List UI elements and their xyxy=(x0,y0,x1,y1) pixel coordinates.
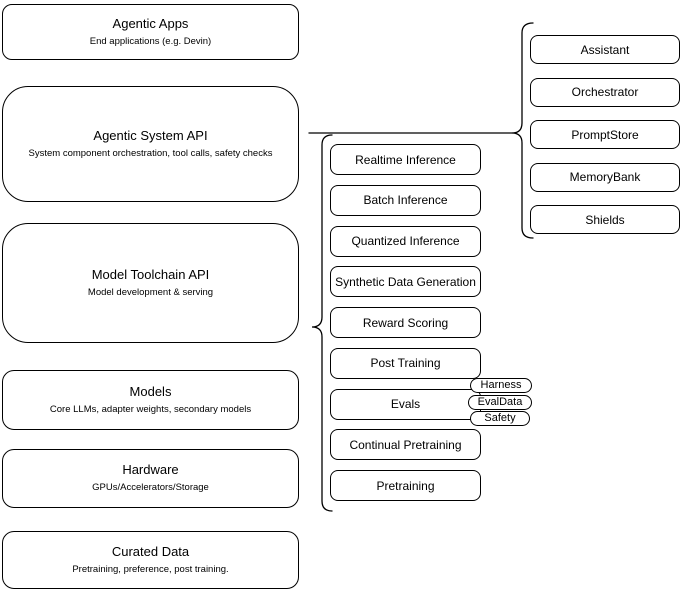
node-title: Agentic System API xyxy=(93,127,208,143)
node-promptstore: PromptStore xyxy=(530,120,680,150)
node-orchestrator: Orchestrator xyxy=(530,77,680,107)
node-continual-pretraining: Continual Pretraining xyxy=(330,429,481,461)
node-subtitle: Model development & serving xyxy=(87,286,214,298)
node-agentic-apps: Agentic Apps End applications (e.g. Devi… xyxy=(2,4,299,60)
node-title: Curated Data xyxy=(111,543,190,559)
node-subtitle: End applications (e.g. Devin) xyxy=(89,35,212,47)
node-title: Models xyxy=(129,383,172,399)
node-quantized-inference: Quantized Inference xyxy=(330,225,481,257)
node-agentic-system-api: Agentic System API System component orch… xyxy=(2,86,299,202)
node-title: Hardware xyxy=(122,462,179,478)
node-memorybank: MemoryBank xyxy=(530,162,680,192)
node-post-training: Post Training xyxy=(330,347,481,379)
node-model-toolchain-api: Model Toolchain API Model development & … xyxy=(2,223,299,343)
node-models: Models Core LLMs, adapter weights, secon… xyxy=(2,370,299,430)
node-hardware: Hardware GPUs/Accelerators/Storage xyxy=(2,449,299,508)
node-subtitle: Core LLMs, adapter weights, secondary mo… xyxy=(49,403,252,415)
tag-safety: Safety xyxy=(470,411,530,426)
node-subtitle: GPUs/Accelerators/Storage xyxy=(92,482,209,494)
node-realtime-inference: Realtime Inference xyxy=(330,144,481,175)
node-curated-data: Curated Data Pretraining, preference, po… xyxy=(2,531,299,589)
node-evals: Evals xyxy=(330,388,481,420)
node-title: Agentic Apps xyxy=(112,15,189,31)
node-subtitle: Pretraining, preference, post training. xyxy=(72,563,229,575)
toolchain-brace xyxy=(311,134,333,512)
node-pretraining: Pretraining xyxy=(330,470,481,501)
node-title: Model Toolchain API xyxy=(91,266,210,282)
node-reward-scoring: Reward Scoring xyxy=(330,307,481,338)
node-synthetic-data-generation: Synthetic Data Generation xyxy=(330,266,481,298)
node-shields: Shields xyxy=(530,205,680,235)
node-subtitle: System component orchestration, tool cal… xyxy=(28,147,273,159)
toolchain-stack: Realtime Inference Batch Inference Quant… xyxy=(330,144,481,501)
tag-evaldata: EvalData xyxy=(468,395,532,410)
tag-harness: Harness xyxy=(470,378,532,393)
node-batch-inference: Batch Inference xyxy=(330,184,481,216)
node-assistant: Assistant xyxy=(530,35,680,64)
system-components-stack: Assistant Orchestrator PromptStore Memor… xyxy=(530,35,680,235)
